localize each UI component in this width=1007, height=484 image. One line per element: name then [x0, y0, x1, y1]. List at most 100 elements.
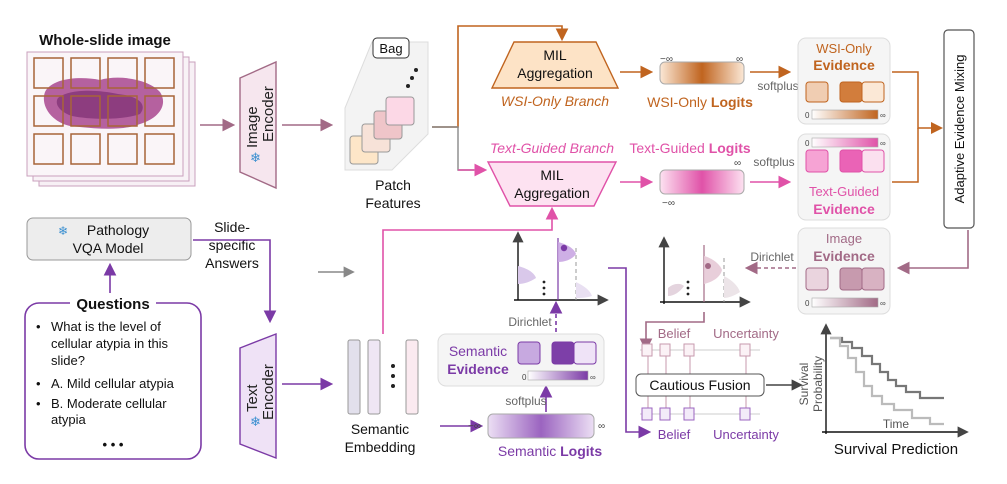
svg-text:0: 0 [805, 111, 810, 120]
svg-text:Survival: Survival [797, 363, 811, 406]
svg-text:∞: ∞ [880, 299, 886, 308]
wsi-title: Whole-slide image [39, 32, 171, 49]
svg-text:•: • [36, 319, 41, 334]
dirichlet-label-image: Dirichlet [750, 250, 794, 264]
semantic-evidence: Semantic Evidence 0 ∞ [437, 333, 605, 387]
svg-text:Text: Text [244, 384, 261, 412]
mil-aggregation-text: MIL Aggregation [486, 161, 618, 207]
wsi-only-branch-label: WSI-Only Branch [501, 93, 609, 109]
svg-text:Questions: Questions [76, 296, 149, 313]
belief-label-bottom: Belief [658, 427, 691, 442]
bag-patch-features: Bag [344, 37, 429, 171]
survival-curve-high [830, 336, 944, 400]
uncertainty-label-top: Uncertainty [713, 326, 779, 341]
svg-text:Evidence: Evidence [813, 57, 875, 73]
svg-text:cellular atypia in this: cellular atypia in this [51, 336, 169, 351]
image-encoder: ❄ Image Encoder [239, 60, 277, 190]
semantic-logits-bar: −∞ ∞ [468, 413, 605, 439]
svg-text:0: 0 [522, 373, 527, 382]
svg-text:0: 0 [805, 299, 810, 308]
svg-text:−∞: −∞ [468, 421, 481, 432]
svg-text:B. Moderate cellular: B. Moderate cellular [51, 396, 167, 411]
belief-label-top: Belief [658, 326, 691, 341]
softplus-label-wsi: softplus [757, 79, 798, 93]
snowflake-icon: ❄ [250, 414, 261, 429]
svg-text:Evidence: Evidence [813, 201, 875, 217]
svg-text:Encoder: Encoder [260, 364, 277, 420]
svg-text:−∞: −∞ [662, 198, 675, 209]
text-guided-logits-bar: −∞ ∞ [659, 158, 745, 209]
survival-caption: Survival Prediction [834, 441, 958, 458]
image-dirichlet-plot [658, 236, 751, 308]
text-encoder: ❄ Text Encoder [239, 332, 277, 460]
svg-text:∞: ∞ [736, 54, 743, 65]
svg-text:Time: Time [883, 417, 910, 431]
text-guided-evidence: 0 ∞ Text-Guided Evidence [797, 133, 891, 221]
snowflake-icon: ❄ [58, 224, 68, 238]
semantic-embedding-caption-2: Embedding [345, 439, 416, 455]
slide-specific-answers-2: specific [209, 237, 256, 253]
svg-text:∞: ∞ [590, 373, 596, 382]
svg-text:slide?: slide? [51, 353, 85, 368]
adaptive-evidence-mixing: Adaptive Evidence Mixing [943, 29, 975, 229]
mil-aggregation-wsi: MIL Aggregation [490, 41, 620, 89]
svg-text:•: • [36, 396, 41, 411]
svg-text:What is the level of: What is the level of [51, 319, 161, 334]
image-encoder-label-1: Image [244, 106, 261, 148]
svg-text:WSI-Only: WSI-Only [816, 41, 872, 56]
svg-text:∞: ∞ [880, 139, 886, 148]
svg-text:atypia: atypia [51, 412, 86, 427]
softplus-label-semantic: softplus [505, 394, 546, 408]
dirichlet-label-semantic: Dirichlet [508, 315, 552, 329]
svg-text:Aggregation: Aggregation [514, 185, 590, 201]
wsi-only-evidence: WSI-Only Evidence 0 ∞ [797, 37, 891, 125]
svg-text:• • •: • • • [103, 437, 124, 452]
svg-text:A. Mild cellular atypia: A. Mild cellular atypia [51, 376, 175, 391]
mil-top-line1: MIL [543, 47, 567, 63]
snowflake-icon: ❄ [250, 150, 261, 165]
svg-text:∞: ∞ [734, 158, 741, 169]
whole-slide-image [26, 51, 196, 187]
image-evidence: Image Evidence 0 ∞ [797, 227, 891, 315]
svg-text:Evidence: Evidence [447, 361, 509, 377]
semantic-dirichlet-plot [512, 231, 609, 306]
belief-uncertainty-top [640, 343, 760, 357]
svg-text:MIL: MIL [540, 167, 564, 183]
pathology-vqa-model: ❄ Pathology VQA Model [26, 217, 192, 261]
semantic-embedding [347, 339, 419, 415]
svg-text:•: • [36, 376, 41, 391]
bag-label: Bag [379, 41, 402, 56]
softplus-label-text: softplus [753, 155, 794, 169]
questions-box: Questions • What is the level of cellula… [24, 293, 202, 460]
svg-text:−∞: −∞ [660, 54, 673, 65]
text-guided-branch-label: Text-Guided Branch [490, 140, 614, 156]
svg-text:Evidence: Evidence [813, 248, 875, 264]
svg-text:0: 0 [805, 139, 810, 148]
svg-text:∞: ∞ [880, 111, 886, 120]
svg-text:∞: ∞ [598, 421, 605, 432]
svg-text:Pathology: Pathology [87, 222, 149, 238]
patch-features-caption-1: Patch [375, 177, 411, 193]
mil-top-line2: Aggregation [517, 65, 593, 81]
svg-text:VQA Model: VQA Model [73, 240, 144, 256]
wsi-logits-label: WSI-Only Logits [647, 94, 753, 110]
image-encoder-label-2: Encoder [260, 86, 277, 142]
svg-text:Text-Guided: Text-Guided [809, 184, 879, 199]
svg-text:Probability: Probability [811, 356, 825, 412]
svg-text:Image: Image [826, 231, 862, 246]
svg-text:Adaptive Evidence Mixing: Adaptive Evidence Mixing [952, 55, 967, 204]
text-logits-label: Text-Guided Logits [629, 140, 751, 156]
patch-features-caption-2: Features [365, 195, 420, 211]
svg-text:Semantic: Semantic [449, 343, 507, 359]
slide-specific-answers-1: Slide- [214, 219, 250, 235]
uncertainty-label-bottom: Uncertainty [713, 427, 779, 442]
svg-text:Cautious Fusion: Cautious Fusion [649, 377, 750, 393]
slide-specific-answers-3: Answers [205, 255, 259, 271]
survival-plot: Survival Probability Time [797, 323, 969, 438]
cautious-fusion: Cautious Fusion [635, 356, 765, 414]
semantic-embedding-caption-1: Semantic [351, 421, 409, 437]
semantic-logits-label: Semantic Logits [498, 443, 602, 459]
survival-curve-low [830, 336, 944, 426]
wsi-logits-bar: −∞ ∞ [659, 54, 745, 85]
